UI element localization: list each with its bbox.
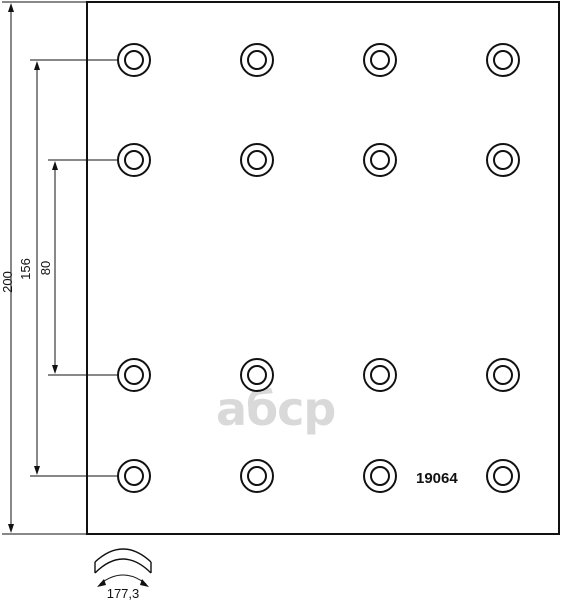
rivet-hole — [240, 143, 274, 177]
rivet-hole — [486, 143, 520, 177]
arc-length-label: 177,3 — [107, 586, 140, 600]
dimension-200-label: 200 — [0, 271, 15, 293]
part-number-label: 19064 — [416, 470, 458, 487]
rivet-hole — [240, 459, 274, 493]
rivet-hole — [117, 143, 151, 177]
dimension-200: 200 — [0, 1, 87, 535]
dimension-80-label: 80 — [38, 261, 53, 275]
rivet-hole — [117, 358, 151, 392]
dimension-156: 156 — [18, 59, 118, 477]
rivet-hole — [363, 143, 397, 177]
arc-dimension-symbol: 177,3 — [94, 548, 152, 600]
rivet-hole — [363, 358, 397, 392]
rivet-hole-grid — [117, 43, 520, 493]
lining-plate — [86, 1, 560, 535]
rivet-hole — [117, 43, 151, 77]
dimension-156-label: 156 — [18, 258, 33, 280]
watermark-logo: aбcp — [216, 382, 335, 436]
rivet-hole — [117, 459, 151, 493]
rivet-hole — [486, 43, 520, 77]
rivet-hole — [486, 358, 520, 392]
rivet-hole — [363, 459, 397, 493]
rivet-hole — [240, 43, 274, 77]
rivet-hole — [240, 358, 274, 392]
rivet-hole — [486, 459, 520, 493]
dimension-80: 80 — [38, 159, 118, 376]
rivet-hole — [363, 43, 397, 77]
